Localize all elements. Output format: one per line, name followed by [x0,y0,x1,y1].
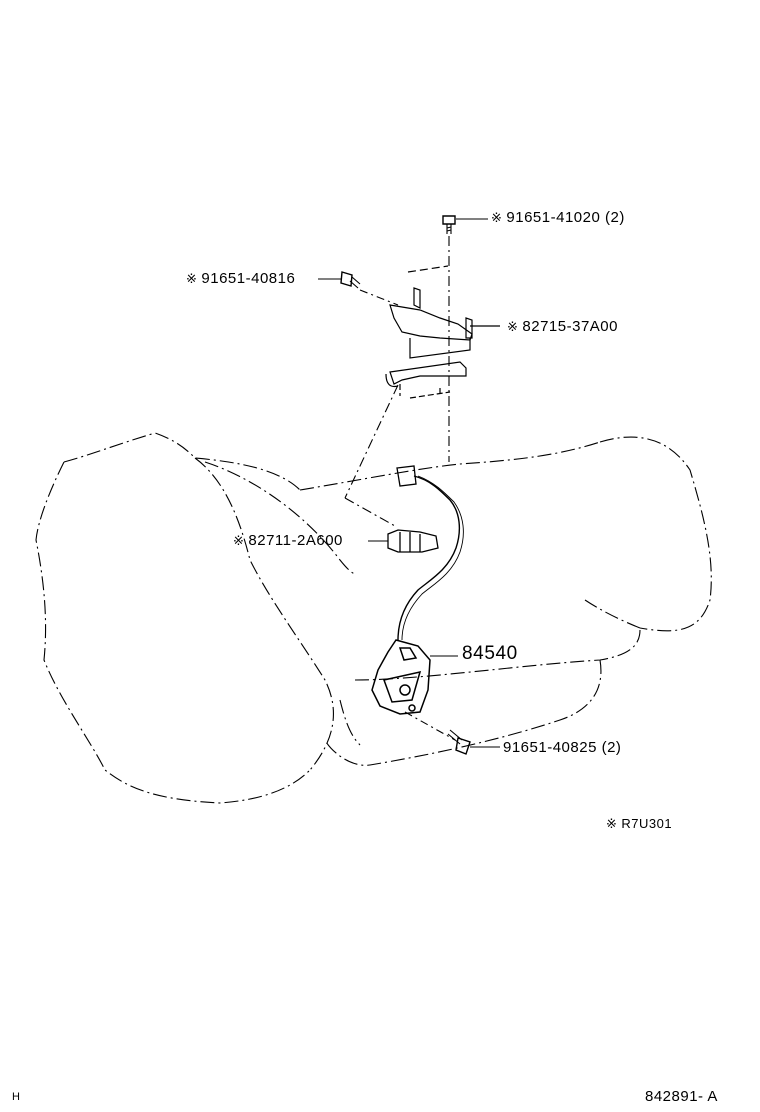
bolt-top-icon [442,215,456,234]
label-bolt-left: ※91651-40816 [186,270,295,288]
part-number: 91651-40825 [503,739,597,756]
bolt-bottom-icon [447,729,471,755]
corner-mark: H [12,1091,21,1103]
figure-id: 842891- A [645,1088,718,1105]
part-number: 84540 [462,643,518,664]
label-bolt-top: ※91651-41020 (2) [491,209,625,227]
part-number: 91651-40816 [201,270,296,287]
label-bolt-bottom: 91651-40825 (2) [503,739,621,757]
part-number: 82715-37A00 [522,318,618,335]
note-mark: ※ [491,210,503,225]
part-number: 82711-2A600 [248,532,343,549]
note-mark: ※ [606,816,618,831]
model-note: ※R7U301 [606,815,672,833]
note-mark: ※ [507,319,519,334]
model-code: R7U301 [621,816,673,831]
neutral-start-switch-icon [371,639,431,715]
part-qty: (2) [605,209,625,226]
label-switch: 84540 [462,643,518,664]
bracket-icon [385,265,500,399]
part-number: 91651-41020 [506,209,601,226]
label-connector: ※82711-2A600 [233,532,343,550]
connector-icon [387,465,464,641]
part-qty: (2) [601,739,622,756]
bolt-left-icon [340,271,361,289]
note-mark: ※ [233,533,245,548]
note-mark: ※ [186,271,198,286]
label-bracket: ※82715-37A00 [507,318,618,336]
